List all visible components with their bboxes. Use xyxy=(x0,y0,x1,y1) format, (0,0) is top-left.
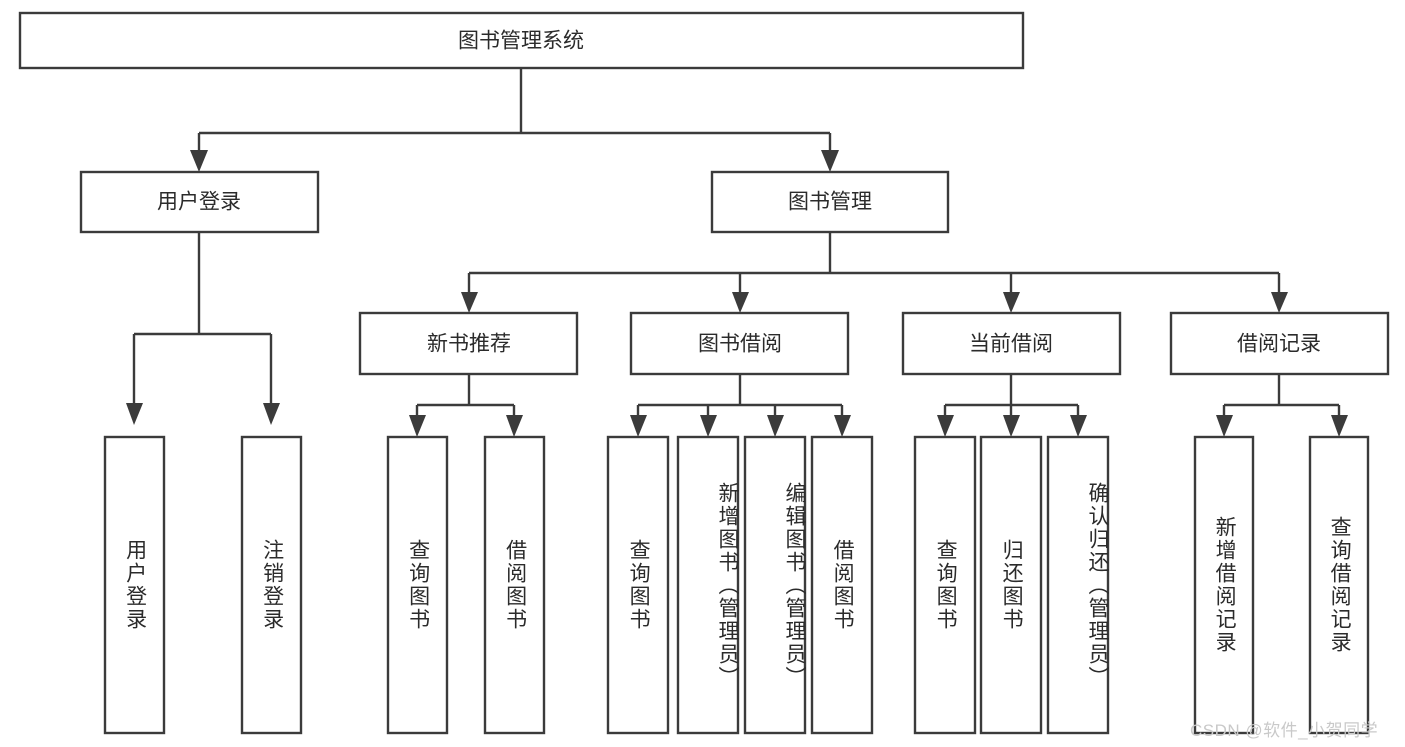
arrow-head-leaf-borrow-record-2 xyxy=(1331,415,1348,437)
node-user-login[interactable] xyxy=(79,170,320,234)
node-new-book-recommend[interactable] xyxy=(358,311,579,376)
arrow-head-leaf-current-borrow-2 xyxy=(1003,415,1020,437)
node-leaf-new-book-borrow[interactable] xyxy=(483,435,546,735)
node-book-management[interactable] xyxy=(710,170,950,234)
arrow-head-new-book-recommend xyxy=(461,292,478,313)
node-leaf-book-borrow-edit[interactable] xyxy=(743,435,807,735)
node-leaf-book-borrow-lend[interactable] xyxy=(810,435,874,735)
node-current-borrow[interactable] xyxy=(901,311,1122,376)
arrow-head-leaf-book-borrow-4 xyxy=(834,415,851,437)
label-current-borrow: 当前借阅 xyxy=(969,333,1053,356)
arrow-head-leaf-borrow-record-1 xyxy=(1216,415,1233,437)
node-box-group xyxy=(18,11,1390,735)
arrow-head-leaf-book-borrow-2 xyxy=(700,415,717,437)
arrow-head-leaf-user-login-2 xyxy=(263,403,280,425)
connector-group xyxy=(126,68,1348,437)
label-book-management: 图书管理 xyxy=(788,191,872,214)
node-leaf-current-borrow-confirm[interactable] xyxy=(1046,435,1110,735)
arrow-head-borrow-record xyxy=(1271,292,1288,313)
arrow-head-book-borrow xyxy=(732,292,749,313)
node-leaf-new-book-query[interactable] xyxy=(386,435,449,735)
label-root: 图书管理系统 xyxy=(458,30,584,53)
node-leaf-current-borrow-query[interactable] xyxy=(913,435,977,735)
label-new-book-recommend: 新书推荐 xyxy=(427,333,511,356)
arrow-head-leaf-user-login-1 xyxy=(126,403,143,425)
arrow-head-leaf-book-borrow-3 xyxy=(767,415,784,437)
label-borrow-record: 借阅记录 xyxy=(1237,333,1321,356)
arrow-head-leaf-current-borrow-1 xyxy=(937,415,954,437)
node-leaf-user-login-logout[interactable] xyxy=(240,435,303,735)
node-leaf-user-login-login[interactable] xyxy=(103,435,166,735)
node-leaf-borrow-record-add[interactable] xyxy=(1193,435,1255,735)
arrow-head-leaf-new-book-1 xyxy=(409,415,426,437)
node-book-borrow[interactable] xyxy=(629,311,850,376)
arrow-head-book-mgmt xyxy=(821,150,839,172)
node-label-group: 图书管理系统 用户登录 图书管理 新书推荐 图书借阅 当前借阅 借阅记录 xyxy=(157,30,1321,356)
node-leaf-borrow-record-query[interactable] xyxy=(1308,435,1370,735)
node-leaf-book-borrow-query[interactable] xyxy=(606,435,670,735)
label-user-login: 用户登录 xyxy=(157,191,241,214)
node-borrow-record[interactable] xyxy=(1169,311,1390,376)
node-leaf-book-borrow-add[interactable] xyxy=(676,435,740,735)
arrow-head-leaf-book-borrow-1 xyxy=(630,415,647,437)
node-root[interactable] xyxy=(18,11,1025,70)
arrow-head-user-login xyxy=(190,150,208,172)
node-leaf-current-borrow-return[interactable] xyxy=(979,435,1043,735)
arrow-head-leaf-current-borrow-3 xyxy=(1070,415,1087,437)
arrow-head-leaf-new-book-2 xyxy=(506,415,523,437)
arrow-head-current-borrow xyxy=(1003,292,1020,313)
label-book-borrow: 图书借阅 xyxy=(698,333,782,356)
watermark-text: CSDN @软件_小贺同学 xyxy=(1190,721,1379,740)
